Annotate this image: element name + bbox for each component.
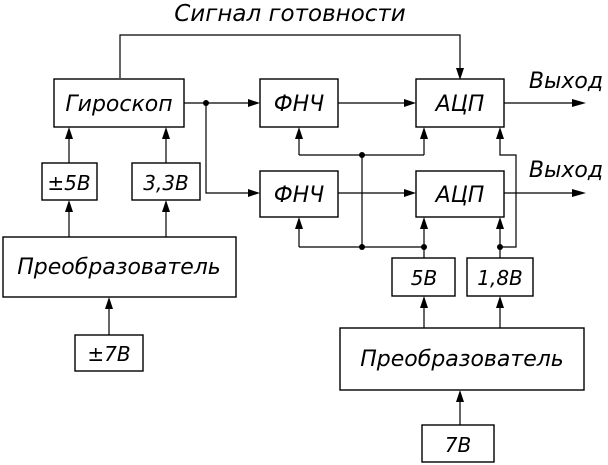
- gyro-to-lpf-top-arrow: [248, 99, 260, 107]
- adc-top-block: [415, 78, 505, 128]
- supply-5v-to-adc-arrow: [420, 217, 428, 229]
- converter-left-block: [2, 236, 237, 298]
- gyro-to-lpf-bottom-wire: [205, 103, 252, 194]
- supply-5v-block: [391, 257, 456, 297]
- adc-top-label: АЦП: [434, 92, 485, 117]
- ready-signal-arrow: [456, 68, 464, 80]
- converter-right-to-18v-arrow: [496, 296, 504, 308]
- converter-right-to-5v-arrow: [420, 296, 428, 308]
- supply-18v-label: 1,8В: [477, 266, 523, 290]
- output-top-arrow: [572, 99, 586, 107]
- input-pm7v-block: [74, 334, 144, 372]
- supply-33v-block: [131, 162, 201, 201]
- gyro-to-lpf-bottom-arrow: [248, 189, 260, 197]
- supply-pm5v-to-gyro-arrow: [65, 127, 73, 139]
- bus-5v-top-junction-dot: [359, 152, 365, 158]
- gyroscope-block: [53, 78, 185, 128]
- input-7v-label: 7В: [445, 433, 471, 457]
- supply-5v-junction-dot: [421, 244, 427, 250]
- lpf-top-to-adc-top-arrow: [404, 99, 416, 107]
- input-7v-block: [421, 424, 495, 463]
- converter-left-to-pm5v-arrow: [65, 200, 73, 212]
- supply-pm5v-label: ±5В: [47, 171, 90, 195]
- bus-5v-lpf-bottom-arrow: [295, 217, 303, 229]
- supply-5v-label: 5В: [411, 266, 437, 290]
- supply-pm5v-block: [41, 162, 98, 201]
- lpf-top-label: ФНЧ: [274, 92, 325, 117]
- supply-18v-block: [466, 257, 534, 297]
- bus-5v-lpf-top-arrow: [295, 127, 303, 139]
- supply-18v-to-adc-top-arrow: [496, 127, 504, 139]
- ready-signal-wire: [119, 34, 461, 78]
- lpf-bottom-label: ФНЧ: [274, 183, 325, 208]
- supply-33v-to-gyro-arrow: [162, 127, 170, 139]
- output-top-label: Выход: [529, 69, 603, 94]
- supply-33v-label: 3,3В: [143, 171, 189, 195]
- supply-18v-to-adc-top-wire: [499, 135, 517, 248]
- output-bottom-label: Выход: [529, 158, 603, 183]
- converter-left-label: Преобразователь: [17, 255, 221, 280]
- converter-right-block: [339, 327, 585, 391]
- input-pm7v-label: ±7В: [87, 342, 130, 366]
- bus-5v-bottom-junction-dot: [359, 244, 365, 250]
- adc-bottom-label: АЦП: [434, 183, 485, 208]
- bus-5v-adc-top-arrow: [420, 127, 428, 139]
- supply-18v-to-adc-arrow: [496, 217, 504, 229]
- converter-left-to-33v-arrow: [162, 200, 170, 212]
- adc-bottom-block: [415, 170, 505, 218]
- signal-label: Сигнал готовности: [174, 1, 406, 27]
- converter-right-label: Преобразователь: [360, 347, 564, 372]
- lpf-bottom-to-adc-bottom-arrow: [404, 189, 416, 197]
- gyroscope-label: Гироскоп: [65, 92, 172, 117]
- input-7v-to-converter-arrow: [456, 390, 464, 402]
- output-bottom-arrow: [572, 189, 586, 197]
- input-pm7v-to-converter-arrow: [105, 297, 113, 309]
